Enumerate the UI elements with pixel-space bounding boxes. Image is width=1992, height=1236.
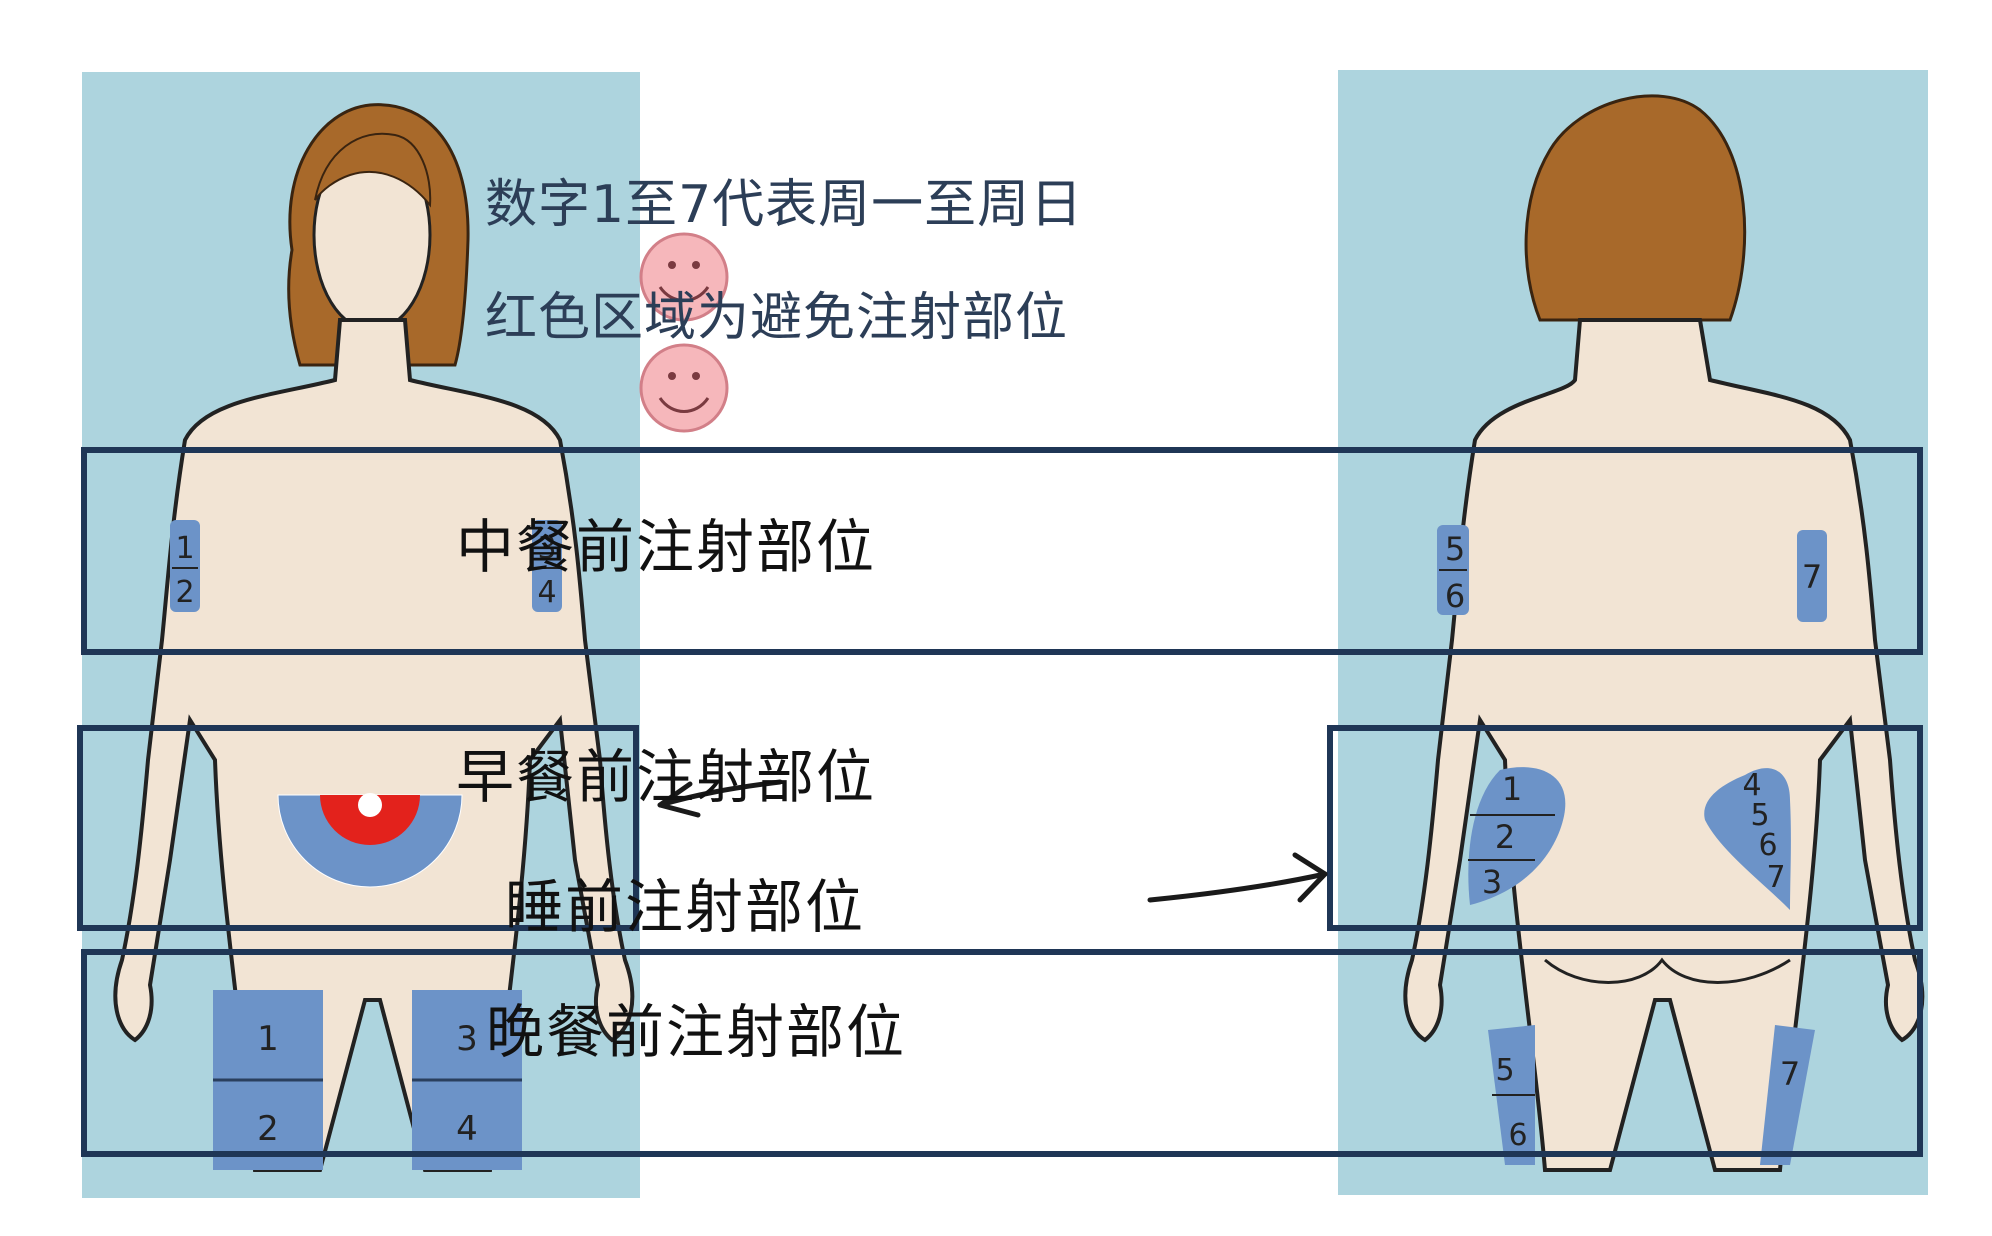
back-right-arm-7: 7 [1802,558,1822,596]
back-figure: 5 6 7 1 2 3 4 5 6 7 5 6 7 [1338,70,1928,1195]
smiley-face-1 [639,232,729,322]
breakfast-bedtime-front-box [77,725,639,931]
arrowhead-abdomen [657,781,701,818]
arrowhead-back [1292,852,1328,903]
arrows [657,779,1328,903]
back-right-leg-7: 7 [1780,1055,1800,1093]
back-right-buttock-4: 4 [1742,768,1761,803]
back-right-buttock-zone [1704,768,1791,910]
back-right-buttock-6: 6 [1758,828,1777,863]
front-avoid-zone [320,795,420,845]
zone-label-lunch: 中餐前注射部位 [456,513,877,581]
lunch-zone-box [81,447,1923,655]
front-navel [358,793,382,817]
back-left-buttock-1: 1 [1502,770,1522,808]
front-right-arm-4: 4 [537,575,556,610]
zone-label-breakfast: 早餐前注射部位 [456,743,877,811]
front-right-thigh-4: 4 [456,1109,478,1149]
back-left-arm-5: 5 [1445,530,1465,568]
bedtime-back-box [1327,725,1923,931]
legend-weekday-note: 数字1至7代表周一至周日 [485,175,1084,235]
back-right-buttock-5: 5 [1750,798,1769,833]
front-left-arm-1: 1 [175,531,194,566]
back-buttock-line [1544,957,1791,984]
back-left-arm-6: 6 [1445,577,1465,615]
front-right-arm-zone [532,520,562,612]
dinner-zone-box [81,949,1923,1157]
back-hair [1524,94,1747,322]
back-body [1403,318,1925,1172]
back-left-leg-5: 5 [1495,1053,1514,1088]
front-hair-fringe [314,132,432,208]
zone-label-bedtime: 睡前注射部位 [505,873,866,941]
back-left-buttock-3: 3 [1482,863,1502,901]
front-left-arm-2: 2 [175,575,194,610]
arrow-to-back [1147,871,1328,903]
back-left-buttock-2: 2 [1495,818,1515,856]
smiley-face-2 [639,343,729,433]
front-left-arm-zone [170,520,200,612]
back-right-arm-zone [1797,530,1827,622]
front-body [113,318,635,1172]
back-right-leg-zone [1760,1025,1815,1165]
front-left-thigh-2: 2 [257,1109,279,1149]
zone-boxes [77,447,1923,1157]
back-left-buttock-zone [1468,767,1566,905]
legend-avoid-note: 红色区域为避免注射部位 [485,288,1069,348]
front-right-thigh-3: 3 [456,1019,478,1059]
front-right-arm-3: 3 [537,531,556,566]
front-left-thigh-1: 1 [257,1019,279,1059]
front-figure: 1 2 3 4 1 2 3 4 [82,72,640,1198]
zone-label-dinner: 晚餐前注射部位 [486,998,907,1066]
arrow-to-abdomen [657,779,783,808]
back-left-leg-6: 6 [1508,1118,1527,1153]
back-right-buttock-7: 7 [1766,860,1785,895]
